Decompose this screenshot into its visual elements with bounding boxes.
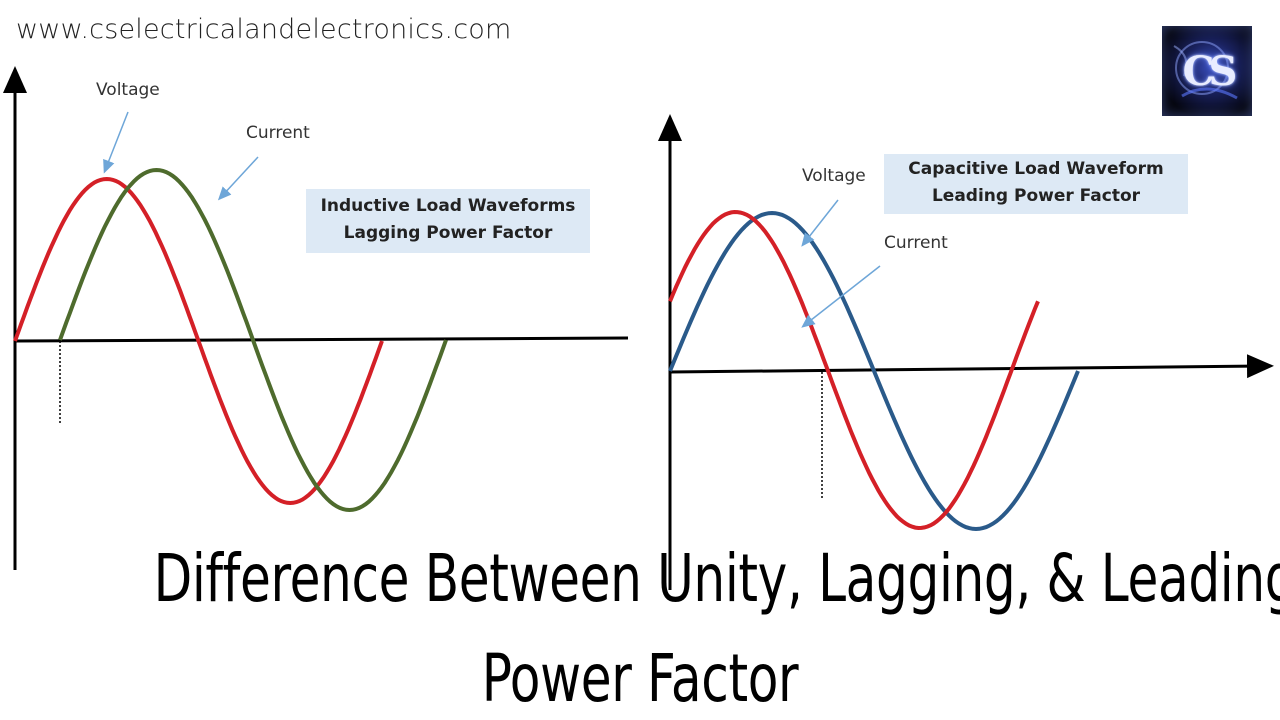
left-title-line1: Inductive Load Waveforms — [320, 196, 576, 216]
right-voltage-wave — [668, 210, 1080, 532]
logo-glow-icon — [1173, 41, 1238, 100]
left-voltage-arrow — [103, 111, 129, 174]
left-current-wave — [58, 167, 448, 513]
right-title-box: Capacitive Load Waveform Leading Power F… — [884, 154, 1188, 214]
left-voltage-wave — [13, 176, 384, 506]
left-title-line2: Lagging Power Factor — [343, 223, 553, 243]
left-current-arrow — [217, 156, 259, 201]
right-current-label: Current — [884, 233, 948, 253]
right-axes — [658, 114, 1274, 590]
headline-line2: Power Factor — [481, 640, 799, 717]
site-url[interactable]: www.cselectricalandelectronics.com — [16, 14, 512, 45]
left-voltage-label: Voltage — [96, 80, 160, 100]
left-current-label: Current — [246, 123, 310, 143]
headline-line1: Difference Between Unity, Lagging, & Lea… — [153, 540, 1280, 617]
cs-logo-icon: CS — [1162, 26, 1252, 116]
left-axes — [2, 66, 629, 570]
right-voltage-label: Voltage — [802, 166, 866, 186]
right-title-line1: Capacitive Load Waveform — [908, 159, 1164, 179]
right-voltage-arrow — [801, 199, 839, 247]
right-title-line2: Leading Power Factor — [931, 186, 1141, 206]
right-x-axis — [669, 354, 1274, 379]
left-title-box: Inductive Load Waveforms Lagging Power F… — [306, 189, 590, 253]
left-x-axis — [14, 336, 629, 343]
logo-text: CS — [1182, 48, 1238, 95]
right-current-arrow — [801, 265, 881, 328]
right-current-wave — [668, 209, 1040, 531]
